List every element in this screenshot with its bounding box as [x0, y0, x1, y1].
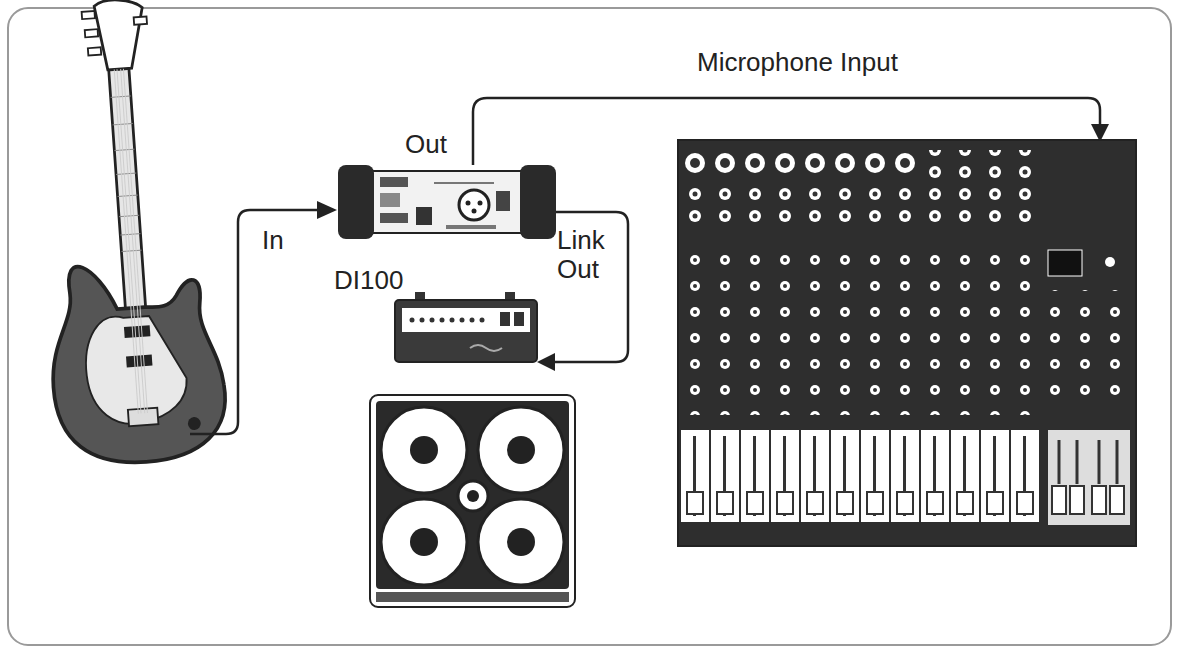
cable-label: Microphone Input — [697, 48, 997, 77]
di-box: DI100 — [334, 163, 560, 303]
frame — [8, 8, 1171, 645]
cable-label: Link Out — [557, 226, 621, 284]
bass-amp-head — [395, 292, 537, 362]
di-box-outline — [334, 163, 560, 243]
bass-guitar — [27, 0, 230, 468]
speaker-cabinet — [370, 395, 575, 607]
cable-label: Out — [405, 130, 485, 159]
mixing-console — [678, 140, 1136, 546]
device-name: DI100 — [334, 266, 403, 295]
cable-label: In — [262, 226, 322, 255]
